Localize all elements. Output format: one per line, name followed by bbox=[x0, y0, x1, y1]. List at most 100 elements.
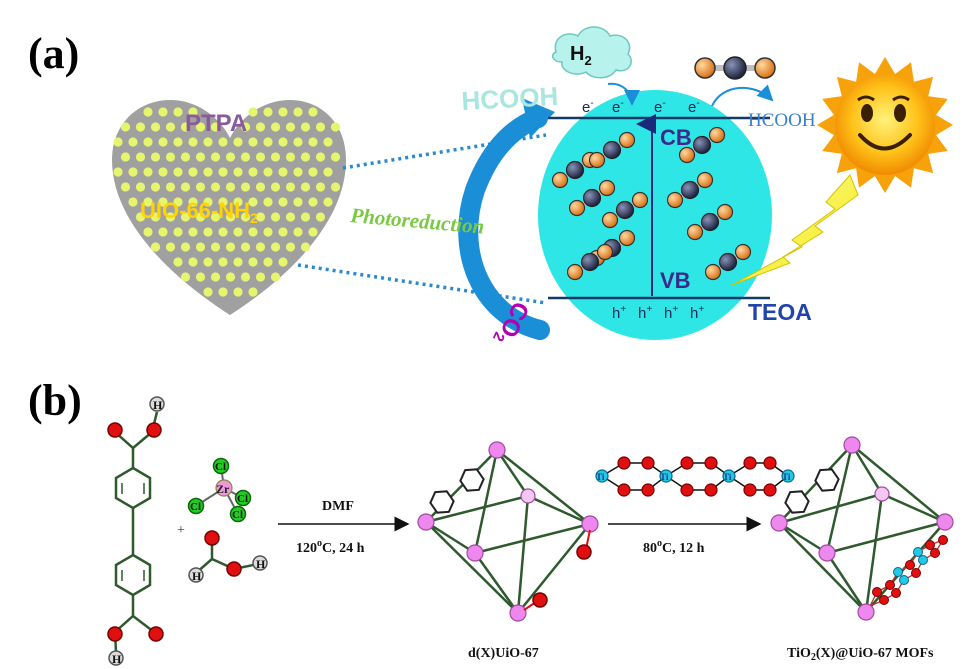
heart-dot bbox=[270, 122, 281, 132]
heart-dot bbox=[323, 197, 333, 207]
heart-dot bbox=[203, 197, 213, 207]
heart-dot bbox=[165, 182, 176, 192]
heart-dot bbox=[300, 212, 311, 222]
co2-molecule bbox=[704, 243, 752, 281]
heart-dot bbox=[113, 137, 123, 147]
heart-dot bbox=[240, 122, 251, 132]
heart-dot bbox=[270, 152, 281, 162]
heart-dot bbox=[233, 257, 243, 267]
electron-symbol: e- bbox=[654, 98, 666, 116]
heart-dot bbox=[308, 197, 318, 207]
co2-molecule bbox=[601, 191, 649, 229]
heart-dot bbox=[255, 242, 266, 252]
heart-dot bbox=[300, 152, 311, 162]
heart-dot bbox=[248, 227, 258, 237]
heart-dot bbox=[218, 137, 228, 147]
heart-dot bbox=[240, 272, 251, 282]
heart-dot bbox=[128, 197, 138, 207]
heart-dot bbox=[255, 152, 266, 162]
heart-dot bbox=[165, 152, 176, 162]
heart-dot bbox=[278, 257, 288, 267]
heart-dot bbox=[135, 212, 146, 222]
heart-dot bbox=[323, 167, 333, 177]
heart-dot bbox=[203, 167, 213, 177]
co2-molecule bbox=[666, 171, 714, 209]
heart-dot bbox=[195, 182, 206, 192]
heart-dot bbox=[195, 212, 206, 222]
heart-dot bbox=[300, 182, 311, 192]
electron-symbol: e- bbox=[612, 98, 624, 116]
heart-dot bbox=[180, 122, 191, 132]
heart-dot bbox=[315, 212, 326, 222]
heart-dot bbox=[143, 227, 153, 237]
heart-dots bbox=[113, 107, 341, 297]
heart-dot bbox=[158, 107, 168, 117]
heart-dot bbox=[263, 107, 273, 117]
dotted-connector-bottom bbox=[297, 263, 547, 305]
heart-dot bbox=[165, 122, 176, 132]
heart-dot bbox=[143, 137, 153, 147]
heart-dot bbox=[233, 197, 243, 207]
product1-label: d(X)UiO-67 bbox=[468, 646, 539, 661]
heart-dot bbox=[248, 287, 258, 297]
heart-top-label: PTPA bbox=[185, 110, 247, 137]
heart-dot bbox=[173, 107, 183, 117]
heart-dot bbox=[135, 122, 146, 132]
ti-label-3: Ti bbox=[723, 472, 732, 482]
electron-symbol: e- bbox=[688, 98, 700, 116]
heart-dot bbox=[308, 107, 318, 117]
co2-molecule bbox=[568, 179, 616, 217]
linker-molecule bbox=[113, 411, 159, 653]
heart-dot bbox=[255, 182, 266, 192]
heart-dot bbox=[308, 167, 318, 177]
heart-dot bbox=[293, 227, 303, 237]
panel-a: (a) PTPA UIO-66-NH2 HCOOH Photoreduction… bbox=[28, 26, 953, 344]
heart-dot bbox=[195, 152, 206, 162]
electron-row: e-e-e-e- bbox=[582, 98, 700, 116]
co2-molecules bbox=[551, 126, 752, 281]
heart-dot bbox=[120, 152, 131, 162]
heart-dot bbox=[240, 212, 251, 222]
heart-dot bbox=[240, 182, 251, 192]
heart-dot bbox=[180, 242, 191, 252]
heart-dot bbox=[300, 122, 311, 132]
heart-dot bbox=[158, 167, 168, 177]
heart-dot bbox=[113, 167, 123, 177]
heart-dot bbox=[210, 152, 221, 162]
heart-dot bbox=[203, 257, 213, 267]
biphenyl-strut-1 bbox=[429, 468, 485, 514]
heart-dot bbox=[278, 107, 288, 117]
heart-dot bbox=[218, 227, 228, 237]
heart-dot bbox=[225, 272, 236, 282]
heart-dot bbox=[270, 182, 281, 192]
co2-molecule bbox=[566, 243, 614, 281]
heart-dot bbox=[180, 212, 191, 222]
heart-dot bbox=[255, 272, 266, 282]
heart-dot bbox=[158, 227, 168, 237]
heart-dot bbox=[143, 107, 153, 117]
cl-label-3: Cl bbox=[237, 493, 248, 505]
ti-label-1: Ti bbox=[596, 472, 605, 482]
heart-dot bbox=[210, 242, 221, 252]
heart-dot bbox=[120, 122, 131, 132]
heart-dot bbox=[285, 122, 296, 132]
heart-dot bbox=[270, 242, 281, 252]
panel-a-label: (a) bbox=[28, 29, 79, 78]
heart-dot bbox=[165, 212, 176, 222]
heart-dot bbox=[210, 122, 221, 132]
heart-dot bbox=[330, 122, 341, 132]
heart-dot bbox=[308, 227, 318, 237]
heart-dot bbox=[173, 137, 183, 147]
heart-dot bbox=[173, 227, 183, 237]
ti-label-4: Ti bbox=[782, 472, 791, 482]
teoa-label: TEOA bbox=[748, 299, 812, 325]
heart-dot bbox=[255, 122, 266, 132]
heart-dot bbox=[248, 167, 258, 177]
co2-molecule-feed bbox=[694, 56, 776, 80]
mof-cage-1 bbox=[417, 441, 599, 622]
h2-cloud: H2 bbox=[551, 26, 632, 79]
heart-dot bbox=[248, 137, 258, 147]
heart-dot bbox=[158, 137, 168, 147]
hole-symbol: h+ bbox=[612, 304, 626, 322]
heart-dot bbox=[293, 167, 303, 177]
